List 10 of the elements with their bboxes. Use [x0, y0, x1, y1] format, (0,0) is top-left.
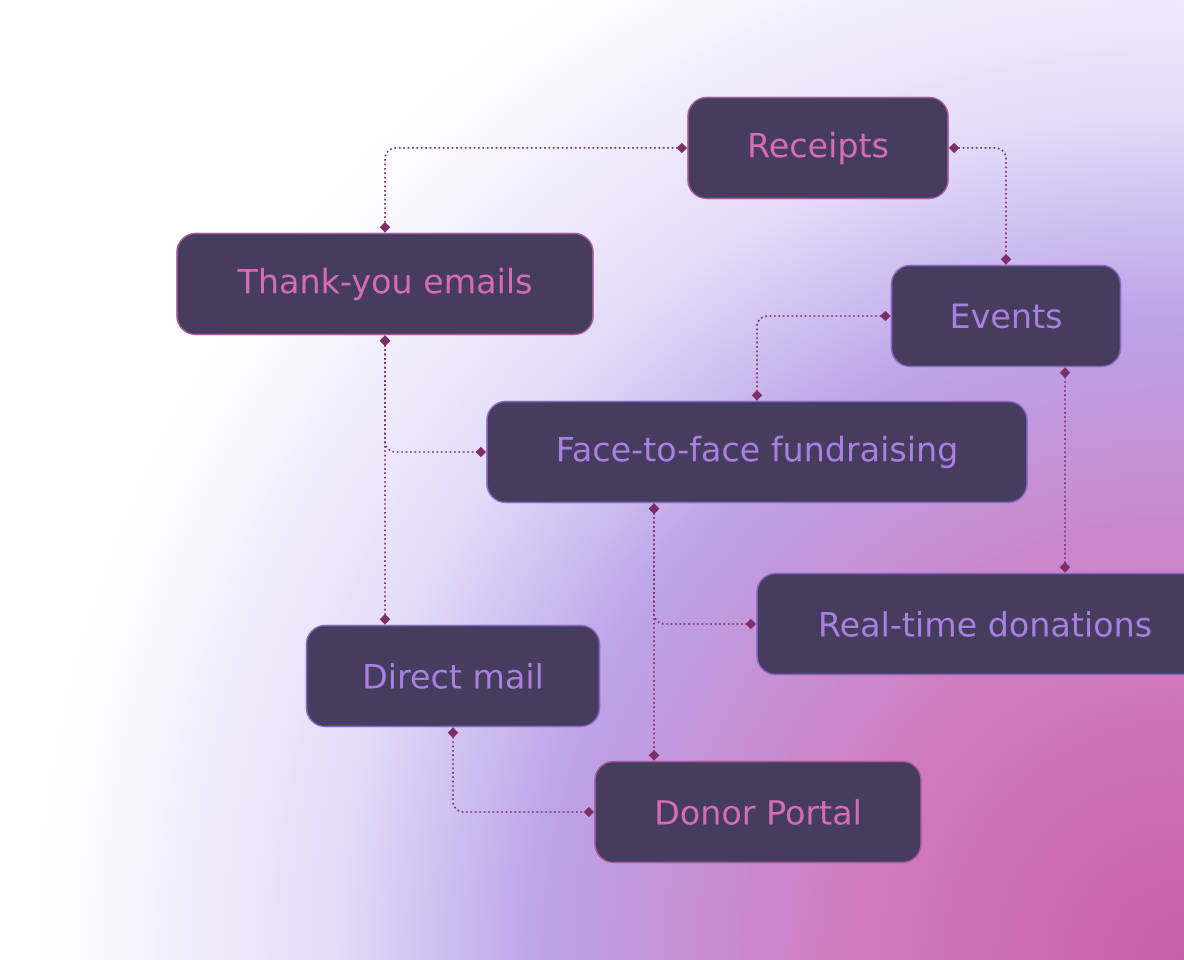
process-box: Events [890, 264, 1122, 368]
connector [1059, 367, 1071, 573]
process-box: Receipts [687, 96, 949, 200]
process-box: Thank-you emails [176, 232, 594, 336]
connector [648, 503, 660, 761]
process-box: Real-time donations [756, 572, 1184, 676]
process-box: Donor Portal [594, 760, 922, 864]
connector [379, 335, 391, 625]
process-box: Direct mail [305, 624, 601, 728]
process-box: Face-to-face fundraising [486, 400, 1028, 504]
